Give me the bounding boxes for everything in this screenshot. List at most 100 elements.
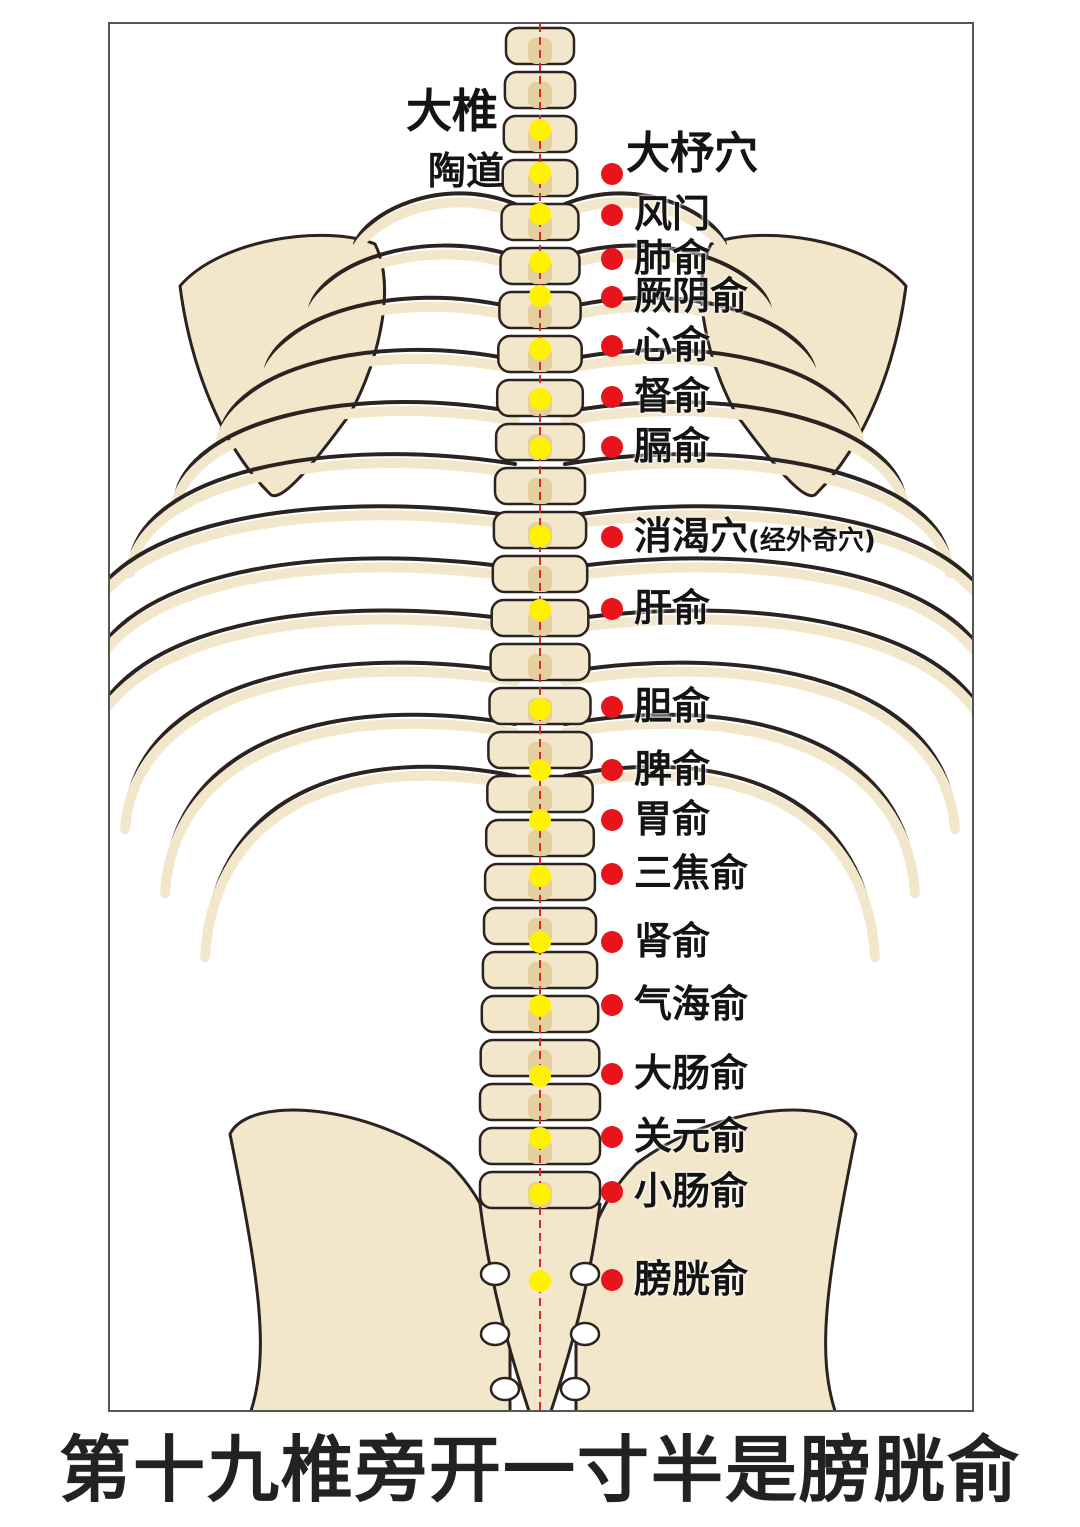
point-name: 膀胱俞 <box>634 1257 749 1301</box>
right-rib <box>563 608 972 701</box>
bladder-point <box>601 163 623 185</box>
left-rib-inner <box>110 562 520 653</box>
point-name: 肺俞 <box>634 236 711 280</box>
sacral-foramen <box>569 1261 601 1287</box>
label-taodao: 陶道 <box>428 149 505 193</box>
bladder-point <box>601 1063 623 1085</box>
left-rib <box>203 764 517 950</box>
left-rib-inner <box>160 718 520 898</box>
left-rib-inner <box>110 614 520 712</box>
left-rib-inner <box>350 197 520 258</box>
label-point-6: 膈俞 <box>634 427 710 465</box>
right-rib-inner <box>560 510 972 597</box>
governor-point <box>529 437 551 459</box>
left-rib-inner <box>215 353 520 450</box>
bladder-point <box>601 1126 623 1148</box>
right-rib <box>563 191 727 246</box>
point-name: 厥阴俞 <box>634 274 749 318</box>
bladder-point <box>601 204 623 226</box>
left-rib-inner <box>170 406 520 514</box>
governor-vessel-points <box>529 119 551 1292</box>
point-name: 气海俞 <box>634 982 749 1026</box>
left-rib-inner <box>260 301 520 386</box>
right-rib <box>563 400 907 502</box>
label-point-8: 肝俞 <box>634 589 710 627</box>
point-name: 肾俞 <box>634 919 711 963</box>
governor-point <box>529 119 551 141</box>
bladder-point <box>601 598 623 620</box>
left-rib-inner <box>305 249 520 322</box>
bladder-meridian-points <box>601 163 623 1291</box>
right-rib-inner <box>560 197 730 258</box>
left-rib <box>218 347 517 438</box>
bladder-point <box>601 863 623 885</box>
right-rib-inner <box>560 666 960 834</box>
label-point-4: 心俞 <box>634 326 710 364</box>
point-name: 关元俞 <box>634 1114 749 1158</box>
point-name: 三焦俞 <box>634 851 749 895</box>
point-name: 肝俞 <box>634 586 711 630</box>
point-name: 大杼穴 <box>626 128 758 179</box>
left-rib-inner <box>120 666 520 834</box>
bladder-point <box>601 335 623 357</box>
governor-point <box>529 809 551 831</box>
left-rib <box>163 712 517 886</box>
bladder-point <box>601 994 623 1016</box>
spinous-process <box>528 566 552 592</box>
label-point-13: 肾俞 <box>634 922 710 960</box>
point-name: 大肠俞 <box>634 1051 749 1095</box>
bladder-point <box>601 759 623 781</box>
point-name: 胃俞 <box>634 797 711 841</box>
sacral-foramen <box>559 1376 591 1402</box>
right-rib-inner <box>560 406 910 514</box>
label-point-12: 三焦俞 <box>634 854 748 892</box>
governor-point <box>529 203 551 225</box>
right-rib-inner <box>560 562 972 656</box>
governor-point <box>529 525 551 547</box>
bladder-point <box>601 286 623 308</box>
label-point-2: 肺俞 <box>634 239 710 277</box>
governor-point <box>529 759 551 781</box>
left-rib <box>173 400 517 502</box>
bladder-point <box>601 386 623 408</box>
right-rib <box>563 504 972 583</box>
right-rib-inner <box>560 353 865 450</box>
governor-point <box>529 1127 551 1149</box>
illustration-frame: 大椎 陶道 大杼穴风门肺俞厥阴俞心俞督俞膈俞消渴穴(经外奇穴)肝俞胆俞脾俞胃俞三… <box>108 22 974 1412</box>
point-name: 督俞 <box>634 374 711 418</box>
left-rib-inner <box>200 770 520 962</box>
sacral-foramen <box>479 1321 511 1347</box>
bladder-point <box>601 526 623 548</box>
point-name: 小肠俞 <box>634 1169 749 1213</box>
governor-point <box>529 995 551 1017</box>
label-point-3: 厥阴俞 <box>634 277 748 315</box>
right-rib-inner <box>560 301 820 386</box>
label-point-0: 大杼穴 <box>626 132 758 176</box>
bladder-point <box>601 248 623 270</box>
label-point-11: 胃俞 <box>634 800 710 838</box>
label-point-16: 关元俞 <box>634 1117 748 1155</box>
label-point-10: 脾俞 <box>634 750 710 788</box>
governor-point <box>529 1270 551 1292</box>
governor-point <box>529 388 551 410</box>
right-rib-inner <box>560 458 955 578</box>
point-name: 消渴穴 <box>634 514 749 558</box>
label-point-17: 小肠俞 <box>634 1172 748 1210</box>
right-rib <box>563 556 972 642</box>
sacral-foramen <box>479 1261 511 1287</box>
left-rib <box>110 504 517 581</box>
left-rib <box>353 191 517 246</box>
label-point-5: 督俞 <box>634 377 710 415</box>
spine-illustration <box>110 24 972 1410</box>
label-point-14: 气海俞 <box>634 985 748 1023</box>
point-name: 膈俞 <box>634 424 711 468</box>
governor-point <box>529 865 551 887</box>
point-note: (经外奇穴) <box>748 526 876 556</box>
point-name: 脾俞 <box>634 747 711 791</box>
mnemonic-caption: 第十九椎旁开一寸半是膀胱俞 <box>58 1427 1021 1512</box>
left-rib <box>128 452 517 566</box>
spinous-process <box>528 478 552 504</box>
right-rib <box>563 243 772 310</box>
label-point-7: 消渴穴(经外奇穴) <box>634 517 876 555</box>
left-rib-inner <box>110 510 520 595</box>
